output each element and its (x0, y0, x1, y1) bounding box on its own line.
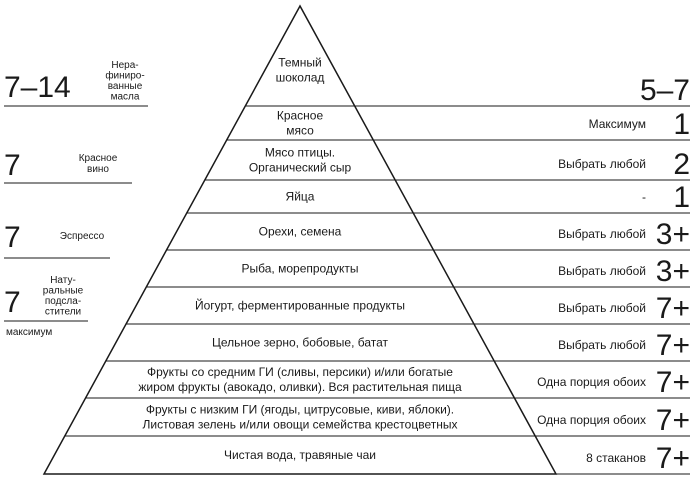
left-item-label: масла (111, 92, 140, 103)
level-food-text: Фрукты с низким ГИ (ягоды, цитрусовые, к… (146, 403, 454, 417)
level-food-text: Орехи, семена (259, 225, 342, 239)
left-item-label: Нату- (50, 275, 76, 286)
pyramid-outline-layer (42, 4, 690, 475)
level-food-text: мясо (286, 124, 314, 138)
serving-instruction: 8 стаканов (586, 451, 646, 465)
weekly-serving-count: 1 (673, 108, 690, 141)
pyramid-level: Фрукты со средним ГИ (сливы, персики) и/… (138, 365, 690, 399)
pyramid-level: Йогурт, ферментированные продукты Выбрать… (195, 292, 690, 325)
left-item-label: подсла- (45, 296, 81, 307)
left-item-label: вино (87, 164, 109, 175)
left-item-label: стители (45, 307, 81, 318)
serving-instruction: Выбрать любой (558, 264, 646, 278)
serving-instruction: Выбрать любой (558, 227, 646, 241)
left-item-label: ральные (43, 286, 84, 297)
left-item-count: 7–14 (4, 71, 71, 104)
left-item-count: 7 (4, 286, 21, 319)
left-item-count: 7 (4, 221, 21, 254)
weekly-serving-count: 7+ (656, 404, 690, 437)
left-item-count: 7 (4, 149, 21, 182)
pyramid-level: Рыба, морепродукты Выбрать любой 3+ (242, 255, 690, 288)
left-item-label: Нера- (111, 60, 138, 71)
pyramid-level: Мясо птицы.Органический сыр Выбрать любой… (249, 146, 690, 182)
level-food-text: шоколад (276, 71, 325, 85)
serving-instruction: Одна порция обоих (537, 413, 646, 427)
level-food-text: Органический сыр (249, 161, 352, 175)
weekly-serving-count: 7+ (656, 366, 690, 399)
pyramid-level: Яйца - 1 (286, 181, 690, 214)
weekly-serving-count: 2 (673, 148, 690, 181)
weekly-serving-count: 1 (673, 181, 690, 214)
serving-instruction: Выбрать любой (558, 301, 646, 315)
level-food-text: Темный (278, 56, 322, 70)
serving-instruction: Максимум (589, 117, 646, 131)
level-food-text: Цельное зерно, бобовые, батат (212, 336, 389, 350)
serving-instruction: Выбрать любой (558, 338, 646, 352)
level-food-text: Листовая зелень и/или овощи семейства кр… (143, 418, 458, 432)
serving-instruction: Одна порция обоих (537, 375, 646, 389)
left-item-label: Красное (79, 153, 118, 164)
level-food-text: Яйца (286, 190, 315, 204)
serving-instruction: Выбрать любой (558, 157, 646, 171)
weekly-serving-count: 3+ (656, 255, 690, 288)
left-item-footnote: максимум (6, 327, 52, 338)
level-food-text: Мясо птицы. (265, 146, 335, 160)
weekly-serving-count: 5–7 (640, 74, 690, 107)
level-food-text: Йогурт, ферментированные продукты (195, 298, 405, 313)
pyramid-level: Орехи, семена Выбрать любой 3+ (259, 218, 690, 251)
serving-instruction: - (642, 190, 646, 204)
weekly-serving-count: 3+ (656, 218, 690, 251)
level-food-text: жиром фрукты (авокадо, оливки). Вся раст… (138, 380, 462, 394)
left-item: 7 Эспрессо (4, 221, 110, 259)
left-item-label: Эспрессо (60, 231, 105, 242)
left-item-label: ванные (108, 81, 143, 92)
pyramid-level: Чистая вода, травяные чаи 8 стаканов 7+ (224, 442, 690, 475)
level-food-text: Рыба, морепродукты (242, 262, 359, 276)
level-food-text: Чистая вода, травяные чаи (224, 448, 376, 462)
weekly-serving-count: 7+ (656, 329, 690, 362)
pyramid-level: Фрукты с низким ГИ (ягоды, цитрусовые, к… (143, 403, 690, 438)
pyramid-level: Цельное зерно, бобовые, батат Выбрать люб… (212, 329, 690, 362)
weekly-serving-count: 7+ (656, 442, 690, 475)
level-food-text: Красное (277, 109, 324, 123)
level-food-text: Фрукты со средним ГИ (сливы, персики) и/… (147, 365, 453, 379)
weekly-serving-count: 7+ (656, 292, 690, 325)
left-item-label: финиро- (105, 70, 144, 82)
